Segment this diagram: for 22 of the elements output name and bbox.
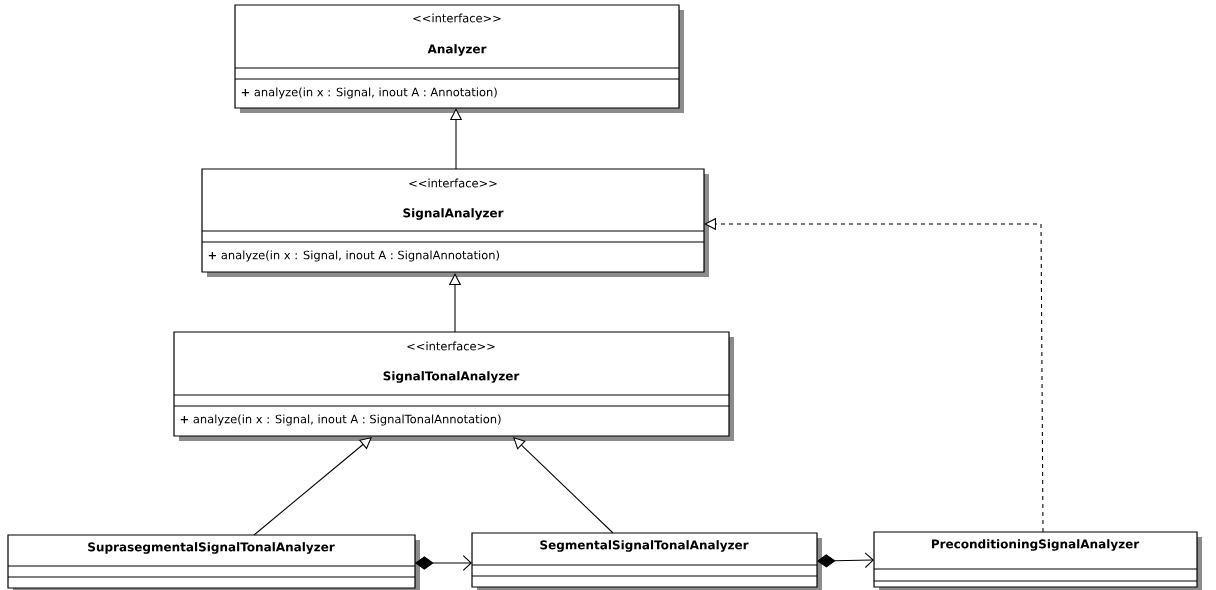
composition-arrow (817, 552, 874, 569)
stereotype-label: <<interface>> (413, 13, 501, 23)
operation-label: + analyze(in x : Signal, inout A : SignalAnnotation) (208, 250, 499, 262)
class-box (7, 534, 420, 590)
class-name: SuprasegmentalSignalTonalAnalyzer (88, 542, 335, 554)
class-name: PreconditioningSignalAnalyzer (931, 539, 1140, 551)
stereotype-label: <<interface>> (407, 341, 495, 351)
class-name: SignalAnalyzer (403, 208, 504, 220)
stereotype-label: <<interface>> (409, 178, 497, 188)
composition-arrow (415, 555, 472, 571)
class-name: SegmentalSignalTonalAnalyzer (540, 540, 749, 552)
class-name: Analyzer (427, 44, 487, 56)
generalization-arrow (513, 437, 614, 534)
class-box (471, 532, 822, 590)
generalization-arrow (253, 437, 372, 536)
operation-label: + analyze(in x : Signal, inout A : Annotation) (241, 87, 497, 99)
class-name: SignalTonalAnalyzer (383, 371, 520, 383)
class-box (873, 531, 1202, 590)
class-box (173, 331, 734, 441)
operation-label: + analyze(in x : Signal, inout A : SignalTonalAnnotation) (180, 414, 501, 426)
class-box (234, 4, 684, 113)
class-box (201, 168, 709, 277)
